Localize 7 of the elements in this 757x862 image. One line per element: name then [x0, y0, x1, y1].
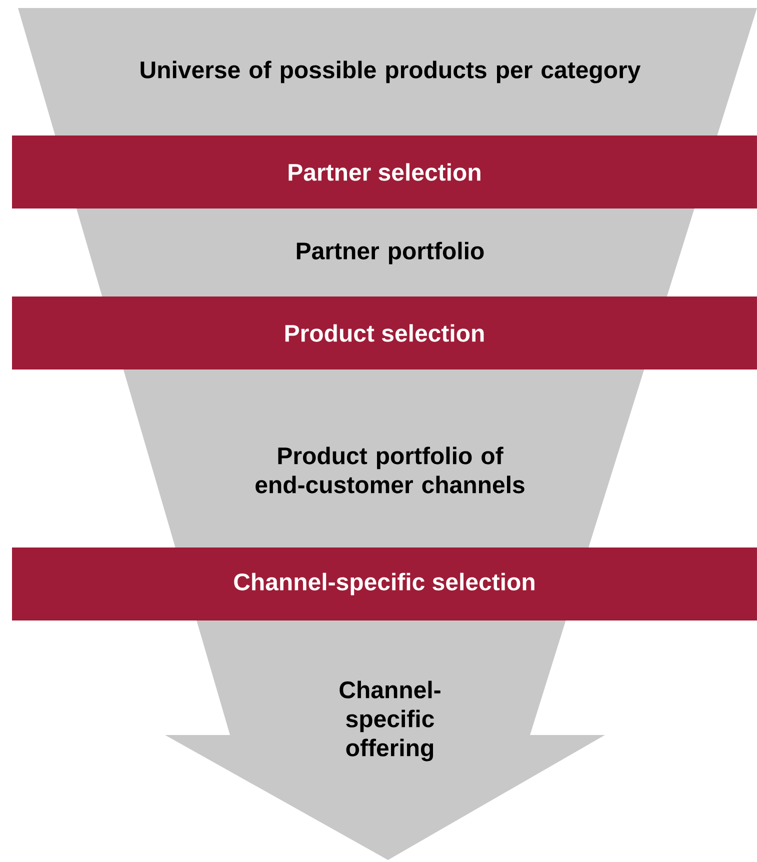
- level-label: Product portfolio of end-customer channels: [256, 446, 524, 494]
- selection-band: Partner selection: [12, 136, 757, 208]
- level-label: Channel-specific offering: [340, 680, 440, 762]
- level-label: Partner portfolio: [296, 242, 484, 264]
- selection-band: Product selection: [12, 296, 757, 370]
- level-label: Universe of possible products per category: [140, 60, 641, 84]
- selection-band: Channel-specific selection: [12, 548, 757, 620]
